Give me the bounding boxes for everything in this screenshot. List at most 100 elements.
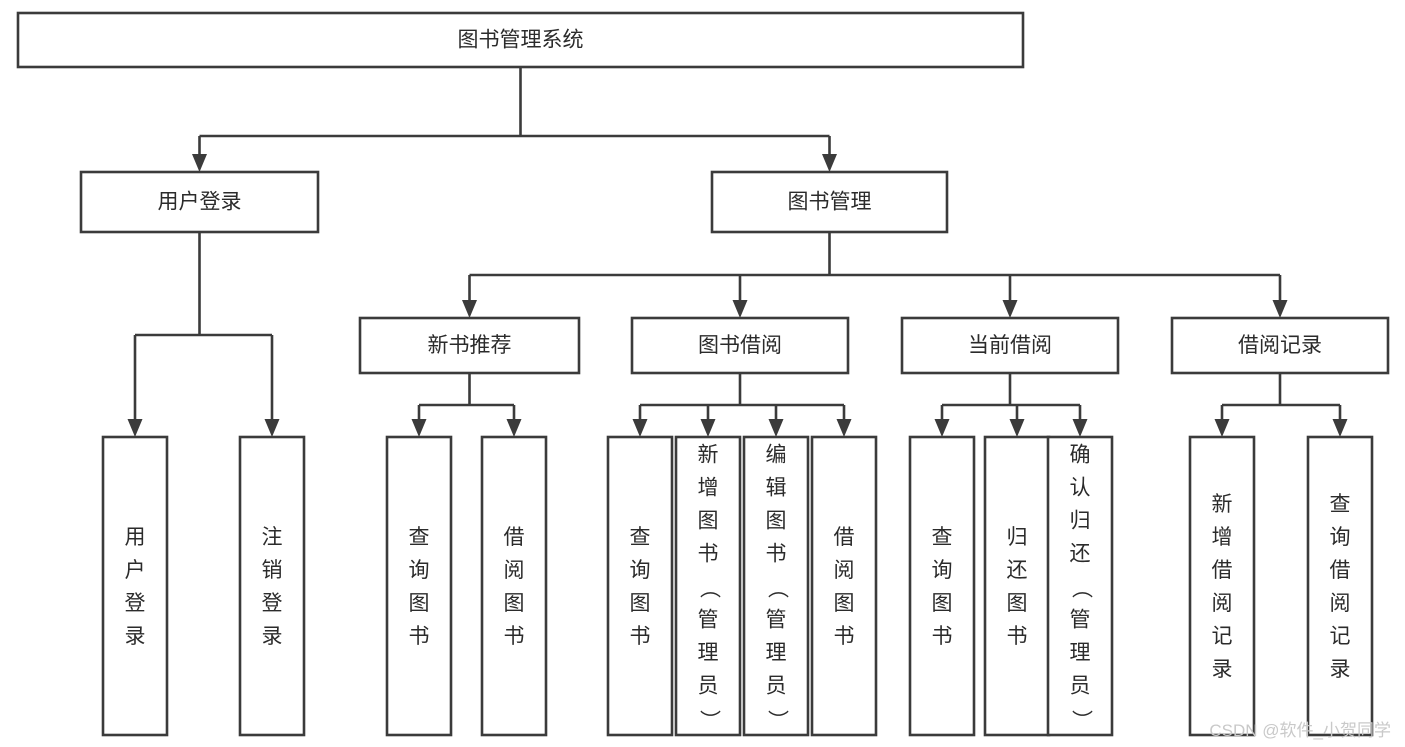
node-label-char: 确 — [1070, 444, 1091, 467]
node-label-char: 登 — [262, 592, 283, 615]
node-label-char: 书 — [504, 625, 525, 648]
node-box[interactable] — [101, 435, 169, 737]
node-box[interactable] — [79, 170, 320, 234]
node-label-char: 询 — [1330, 526, 1351, 549]
node-label-char: 书 — [766, 543, 787, 566]
connector-arrowhead — [1002, 300, 1018, 318]
connector-group — [462, 232, 1288, 318]
connector-arrowhead — [732, 300, 748, 318]
node-label-char: 销 — [262, 559, 283, 582]
node-label: 借阅记录 — [1238, 334, 1322, 357]
node-label: 新书推荐 — [428, 334, 512, 357]
connector-arrowhead — [700, 419, 716, 437]
connector-arrowhead — [1272, 300, 1288, 318]
node-label-char: 员 — [698, 675, 719, 698]
node-box[interactable] — [480, 435, 548, 737]
node-label-char: 图 — [630, 592, 651, 615]
node-label-char: 图 — [504, 592, 525, 615]
node-box[interactable] — [238, 435, 306, 737]
node-box[interactable] — [908, 435, 976, 737]
node-label-char: 辑 — [766, 477, 787, 500]
node-label-char: 书 — [834, 625, 855, 648]
connector-arrowhead — [1009, 419, 1025, 437]
node-box[interactable] — [630, 316, 850, 375]
nodes-layer: 图书管理系统用户登录图书管理新书推荐图书借阅当前借阅借阅记录用户登录注销登录查询… — [16, 11, 1390, 737]
connector-arrowhead — [462, 300, 477, 318]
node-box[interactable] — [16, 11, 1025, 69]
node-label-char: 员 — [766, 675, 787, 698]
node-label-char: 记 — [1212, 625, 1233, 648]
connector-arrowhead — [934, 419, 950, 437]
node-label-char: 询 — [630, 559, 651, 582]
node-label-char: 图 — [698, 510, 719, 533]
node-box[interactable] — [358, 316, 581, 375]
node-label-char: 查 — [630, 526, 651, 549]
node-box[interactable] — [1046, 435, 1114, 737]
node-box[interactable] — [606, 435, 674, 737]
node-label-char: 图 — [1007, 592, 1028, 615]
node-label-char: 查 — [932, 526, 953, 549]
node-box[interactable] — [810, 435, 878, 737]
node-box[interactable] — [1170, 316, 1390, 375]
node-label-char: 认 — [1070, 477, 1091, 500]
node-label-char: 归 — [1007, 526, 1028, 549]
node-label-char: （ — [1069, 578, 1092, 599]
node-root[interactable]: 图书管理系统 — [16, 11, 1025, 69]
node-label-char: 登 — [125, 592, 146, 615]
connector-arrowhead — [1214, 419, 1230, 437]
node-label-char: 借 — [1212, 559, 1233, 582]
node-book-borrow[interactable]: 图书借阅 — [630, 316, 850, 375]
connector-arrowhead — [127, 419, 143, 437]
node-label-char: 借 — [1330, 559, 1351, 582]
node-label-char: 书 — [409, 625, 430, 648]
node-box[interactable] — [900, 316, 1120, 375]
node-leaf-user-login[interactable]: 用户登录 — [101, 435, 169, 737]
node-borrow-record[interactable]: 借阅记录 — [1170, 316, 1390, 375]
node-box[interactable] — [742, 435, 810, 737]
node-label-char: 询 — [409, 559, 430, 582]
node-label-char: 书 — [630, 625, 651, 648]
connectors-layer — [127, 67, 1348, 437]
node-label-char: 书 — [1007, 625, 1028, 648]
connector-arrowhead — [506, 419, 522, 437]
node-label: 当前借阅 — [968, 334, 1052, 357]
node-box[interactable] — [1188, 435, 1256, 737]
node-label: 图书管理 — [788, 191, 872, 214]
node-label-char: 理 — [1070, 642, 1091, 665]
node-label-char: 录 — [262, 625, 283, 648]
node-label-char: 图 — [766, 510, 787, 533]
connector-arrowhead — [192, 154, 207, 172]
node-label-char: 阅 — [1212, 592, 1233, 615]
node-box[interactable] — [674, 435, 742, 737]
node-label-char: 书 — [698, 543, 719, 566]
connector-arrowhead — [822, 154, 837, 172]
node-label-char: 阅 — [834, 559, 855, 582]
node-new-book-rec[interactable]: 新书推荐 — [358, 316, 581, 375]
connector-group — [411, 373, 522, 437]
node-box[interactable] — [1306, 435, 1374, 737]
node-box[interactable] — [710, 170, 949, 234]
csdn-watermark: CSDN @软件_小贺同学 — [1209, 721, 1391, 740]
node-label-char: 员 — [1070, 675, 1091, 698]
node-label-char: 新 — [698, 444, 719, 467]
node-book-manage[interactable]: 图书管理 — [710, 170, 949, 234]
node-label-char: 图 — [409, 592, 430, 615]
node-box[interactable] — [385, 435, 453, 737]
node-label-char: 阅 — [504, 559, 525, 582]
node-current-borrow[interactable]: 当前借阅 — [900, 316, 1120, 375]
node-box[interactable] — [983, 435, 1051, 737]
node-user-login[interactable]: 用户登录 — [79, 170, 320, 234]
